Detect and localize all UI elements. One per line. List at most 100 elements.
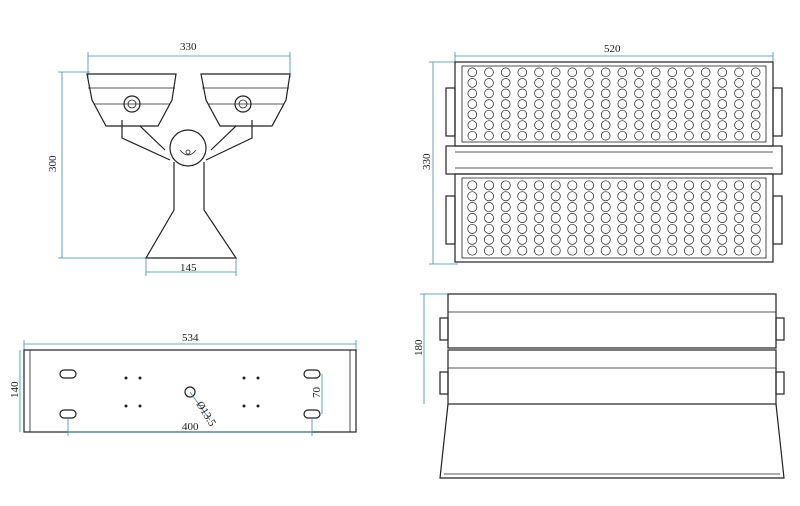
led-lens (567, 120, 578, 130)
center-mounting-hole (184, 386, 196, 398)
led-lens (750, 67, 761, 78)
led-lens (634, 78, 644, 88)
led-lens (550, 120, 561, 130)
led-lens (700, 67, 711, 78)
led-lens (484, 109, 494, 120)
led-lens (584, 234, 594, 245)
led-lens (550, 180, 561, 191)
led-lens (534, 223, 544, 234)
led-lens (617, 245, 628, 256)
led-lens (700, 88, 711, 99)
bracket-plate (23, 349, 357, 433)
led-lens (750, 99, 761, 109)
led-lens (617, 78, 628, 88)
yoke-band (445, 145, 783, 175)
led-lens (717, 234, 728, 245)
led-lens (700, 78, 711, 88)
led-lens (500, 234, 511, 245)
led-lens (467, 223, 478, 234)
led-lens (734, 78, 744, 88)
led-lens (500, 99, 511, 109)
led-lens (667, 120, 678, 130)
led-lens (617, 180, 628, 191)
led-lens (567, 245, 578, 256)
led-lens (634, 245, 644, 256)
led-lens (700, 202, 711, 213)
led-lens (517, 99, 528, 109)
led-lens (534, 202, 544, 213)
led-lens (550, 78, 561, 88)
led-lens (617, 109, 628, 120)
led-lens (634, 88, 644, 99)
led-lens (750, 202, 761, 213)
led-lens (700, 191, 711, 202)
led-lens (634, 130, 644, 141)
led-lens (617, 223, 628, 234)
led-lens (734, 245, 744, 256)
left-pivot-knob (123, 95, 141, 113)
led-lens (734, 234, 744, 245)
led-lens (500, 120, 511, 130)
center-hub (169, 129, 207, 167)
led-lens (700, 130, 711, 141)
bracket-height-label: 140 (9, 381, 21, 398)
led-lens (750, 234, 761, 245)
front-view: 520 330 (421, 43, 783, 265)
led-lens (534, 213, 544, 223)
led-lens (700, 109, 711, 120)
led-lens (634, 67, 644, 78)
led-lens (684, 130, 694, 141)
led-lens (734, 180, 744, 191)
led-lens (600, 245, 611, 256)
led-lens (717, 245, 728, 256)
led-lens (617, 120, 628, 130)
led-lens (550, 191, 561, 202)
led-lens (717, 109, 728, 120)
led-lens (617, 191, 628, 202)
led-lens (567, 191, 578, 202)
led-lens (634, 120, 644, 130)
led-lens (600, 202, 611, 213)
led-lens (467, 213, 478, 223)
led-lens (484, 213, 494, 223)
led-lens (600, 99, 611, 109)
led-lens (717, 130, 728, 141)
led-lens (484, 234, 494, 245)
led-lens (617, 88, 628, 99)
led-lens (584, 99, 594, 109)
led-lens (650, 213, 661, 223)
led-lens (700, 223, 711, 234)
led-lens (634, 223, 644, 234)
led-lens (550, 109, 561, 120)
led-lens (667, 213, 678, 223)
right-clamp-upper (772, 87, 783, 137)
led-lens (567, 202, 578, 213)
led-lens (617, 213, 628, 223)
led-lens (650, 191, 661, 202)
led-lens (734, 120, 744, 130)
led-lens (467, 191, 478, 202)
led-lens (584, 109, 594, 120)
led-lens (584, 78, 594, 88)
led-lens (534, 130, 544, 141)
led-lens (500, 213, 511, 223)
led-grid-upper (467, 67, 761, 141)
led-lens (484, 202, 494, 213)
side-width-label: 330 (180, 41, 197, 53)
led-lens (467, 78, 478, 88)
led-lens (700, 245, 711, 256)
led-lens (584, 130, 594, 141)
led-lens (517, 130, 528, 141)
led-lens (734, 213, 744, 223)
led-lens (717, 191, 728, 202)
led-lens (534, 67, 544, 78)
led-lens (467, 130, 478, 141)
led-lens (500, 109, 511, 120)
led-lens (550, 88, 561, 99)
led-lens (517, 234, 528, 245)
led-lens (700, 120, 711, 130)
led-lens (500, 78, 511, 88)
led-lens (667, 191, 678, 202)
led-lens (684, 88, 694, 99)
led-lens (634, 234, 644, 245)
